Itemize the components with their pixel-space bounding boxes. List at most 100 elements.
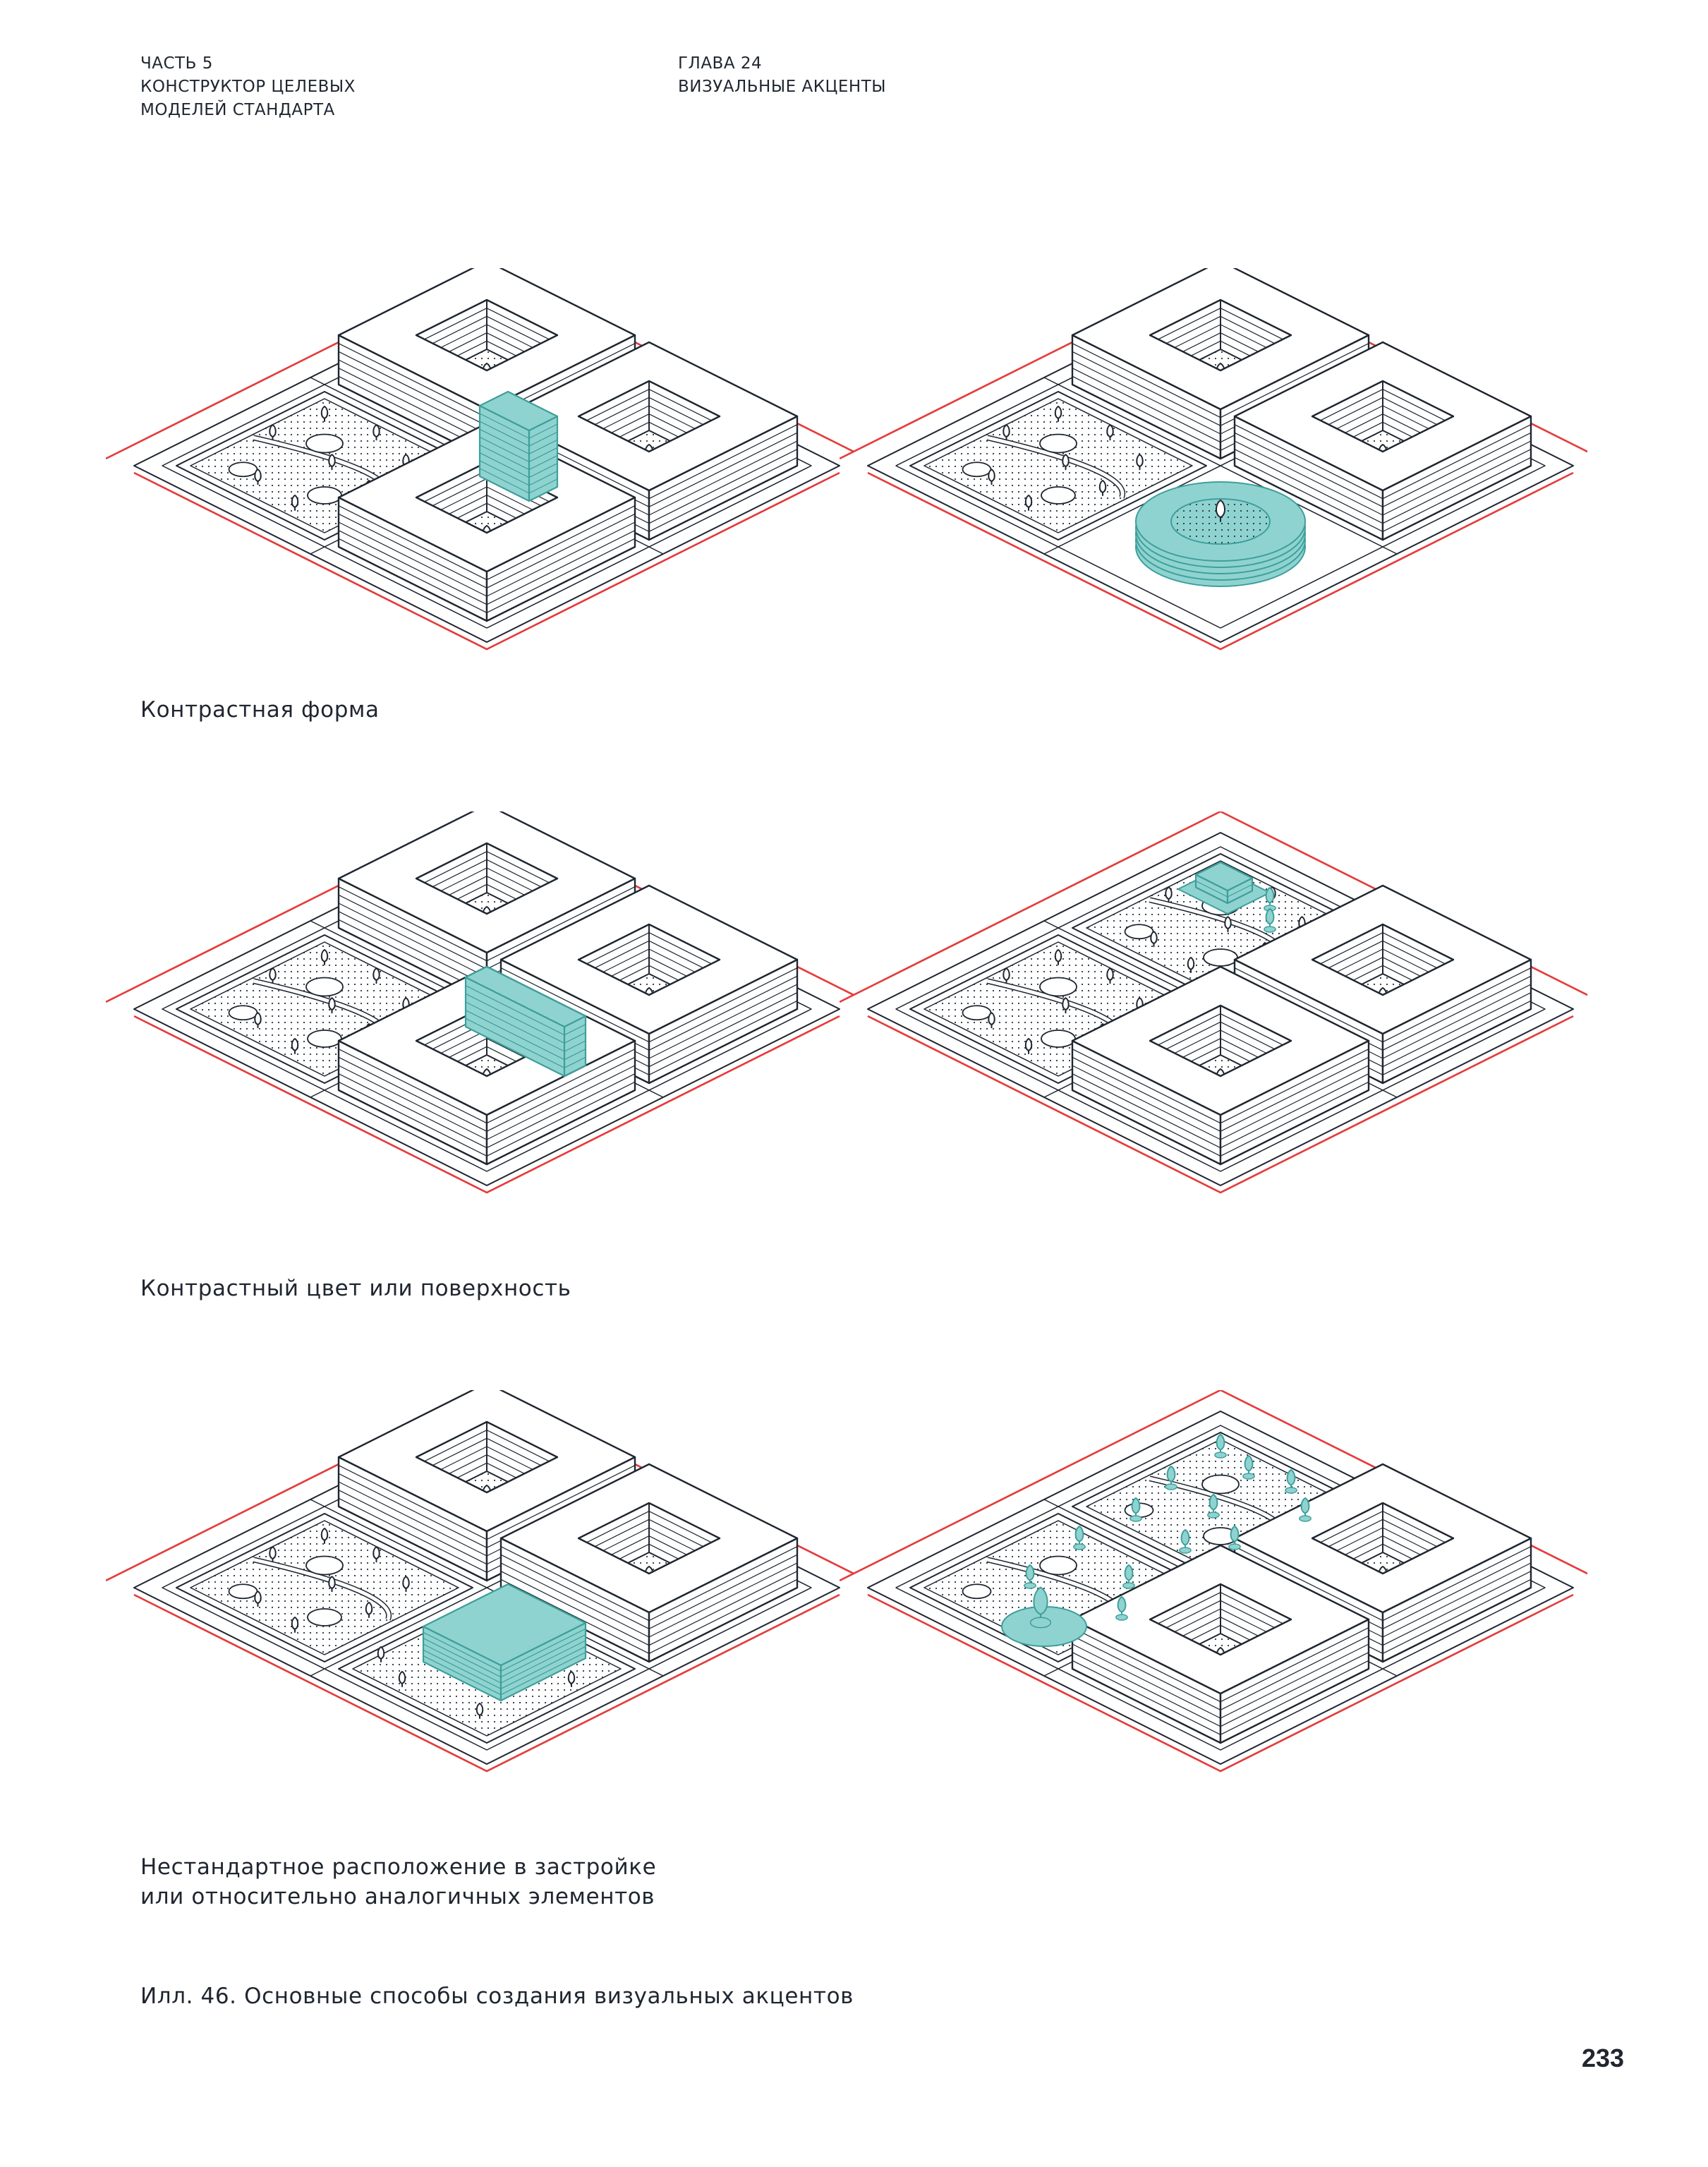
block-a-floor-line-left — [338, 351, 487, 426]
accent-tree-11-crown — [1117, 1596, 1127, 1613]
park-back-clearing-a — [1201, 1474, 1240, 1495]
chapter-number: ГЛАВА 24 — [678, 54, 763, 73]
park-lawn — [923, 398, 1193, 533]
accent-facade-floor-right — [564, 1049, 586, 1061]
block-c-floor-line-left — [338, 505, 487, 581]
park-clearing-c — [228, 461, 258, 478]
park-tree-0-crown — [320, 949, 329, 962]
block-b-inner-floor-a — [648, 389, 720, 425]
park-tree-3-crown — [1003, 424, 1010, 438]
block-b-floor-line-left — [500, 1571, 650, 1646]
block-b-inner-floor-b — [578, 932, 650, 969]
park-tree-7-crown — [1024, 495, 1033, 508]
park-back-tree-7-crown — [1187, 957, 1195, 970]
accent-tree-0-crown — [1216, 1434, 1225, 1451]
accent-tree-2-base — [1285, 1487, 1297, 1494]
caption-placement: Нестандартное расположение в застройке и… — [140, 1852, 656, 1912]
block-b-floor-line-right — [648, 457, 798, 532]
block-b-floor-line-right — [648, 1571, 798, 1646]
park-path-inner — [986, 435, 1125, 498]
park-tree-2-crown — [1136, 454, 1144, 468]
block-b-floor-line-left — [1234, 449, 1383, 524]
park-tree-4-crown — [328, 1576, 336, 1590]
park-tree-6-crown — [988, 469, 995, 483]
block-a-floor-line-right — [1382, 1579, 1532, 1654]
accent-tree-6-crown — [1230, 1526, 1240, 1543]
accent-offset-building-floor-left — [423, 1631, 502, 1672]
block-c-floor-line-left — [338, 513, 487, 588]
park-tree-1-crown — [373, 967, 380, 982]
park-clearing-a — [305, 1555, 344, 1576]
park-tree-1-crown — [1106, 424, 1114, 438]
block-b-floor-line-right — [648, 984, 798, 1059]
quarter-red-line-front — [867, 1015, 1574, 1194]
block-b-floor-line-right — [1382, 449, 1532, 524]
accent-tower-floor-left — [479, 436, 530, 463]
isometric-quarter-svg — [106, 268, 854, 651]
accent-offset-building-floor-right — [500, 1646, 586, 1689]
chapter-title: ВИЗУАЛЬНЫЕ АКЦЕНТЫ — [678, 78, 887, 96]
block-c-floor-line-right — [486, 505, 636, 581]
diagram-color-surface — [840, 811, 1587, 1277]
accent-tower-floor-left — [479, 452, 530, 478]
block-b-floor-line-left — [1072, 1049, 1221, 1124]
block-a-floor-line-right — [1382, 967, 1532, 1043]
accent-tree-12-crown — [1025, 1564, 1035, 1581]
block-b-inner-floor-a — [1220, 1013, 1292, 1050]
quarter-street-b — [310, 1499, 664, 1677]
block-a-inner-floor-a — [486, 851, 558, 888]
block-b-floor-line-right — [1382, 424, 1532, 500]
accent-tree-8-base — [1179, 1547, 1192, 1554]
caption-contrast-color: Контрастный цвет или поверхность — [140, 1276, 571, 1301]
block-b-floor-line-right — [648, 975, 798, 1051]
park-tree-6-crown — [254, 469, 262, 483]
park-tree-0-crown — [1054, 406, 1062, 419]
block-b-floor-line-right — [1220, 1627, 1369, 1703]
block-b-inner-floor-b — [1149, 1013, 1221, 1050]
block-a-inner-floor-b — [416, 308, 487, 344]
park-tree-2-crown — [402, 1576, 410, 1590]
block-a-floor-line-left — [1072, 343, 1221, 418]
accent-tree-5-crown — [1209, 1494, 1218, 1511]
park-tree-7-crown — [291, 1617, 299, 1630]
block-a-floor-line-left — [1072, 351, 1221, 426]
accent-facade-top — [464, 965, 587, 1028]
block-c-floor-line-right — [486, 1065, 636, 1140]
part-number: ЧАСТЬ 5 — [140, 54, 213, 73]
accent-tree-10-crown — [1124, 1564, 1134, 1581]
isometric-quarter-svg — [106, 1390, 854, 1773]
block-b-floor-line-right — [1382, 432, 1532, 507]
block-a-inner-floor-a — [1382, 1511, 1454, 1547]
accent-offset-building-floor-left — [423, 1649, 502, 1689]
accent-facade-floor-right — [564, 1032, 586, 1044]
park-front-clearing-a — [1039, 977, 1077, 997]
block-c-floor-line-right — [486, 538, 636, 613]
park-tree-3-crown — [269, 967, 277, 982]
block-b-floor-line-left — [1234, 424, 1383, 500]
accent-tower-floor-left — [479, 460, 530, 486]
accent-tree-5-base — [1207, 1511, 1220, 1519]
block-a-floor-line-right — [1382, 1000, 1532, 1075]
block-b-floor-line-left — [1072, 1073, 1221, 1149]
park-clearing-b — [1041, 486, 1076, 505]
page-number: 233 — [1582, 2044, 1625, 2072]
block-b-floor-line-right — [1220, 1049, 1369, 1124]
park-tree-7-crown — [291, 1038, 299, 1051]
accent-tree-4-base — [1165, 1483, 1177, 1490]
block-b-floor-line-left — [1072, 1652, 1221, 1727]
block-a-floor-line-left — [1072, 359, 1221, 435]
block-a-inner-floor-a — [486, 308, 558, 344]
park-lawn — [190, 1520, 459, 1655]
block-c-floor-line-left — [338, 1073, 487, 1149]
plot-tree-3-crown — [567, 1671, 576, 1684]
block-b-floor-line-right — [1220, 1056, 1369, 1132]
accent-tower-floor-right — [528, 463, 558, 478]
block-b-floor-line-right — [1220, 1643, 1369, 1719]
block-b-inner-floor-a — [1382, 389, 1454, 425]
park-front-tree-0-crown — [1054, 949, 1062, 962]
park-tree-7-crown — [291, 495, 299, 508]
block-c-floor-line-right — [486, 513, 636, 588]
block-a-floor-line-right — [1382, 984, 1532, 1059]
accent-offset-building-floor-left — [423, 1643, 502, 1684]
accent-tree-3-base — [1299, 1515, 1312, 1522]
